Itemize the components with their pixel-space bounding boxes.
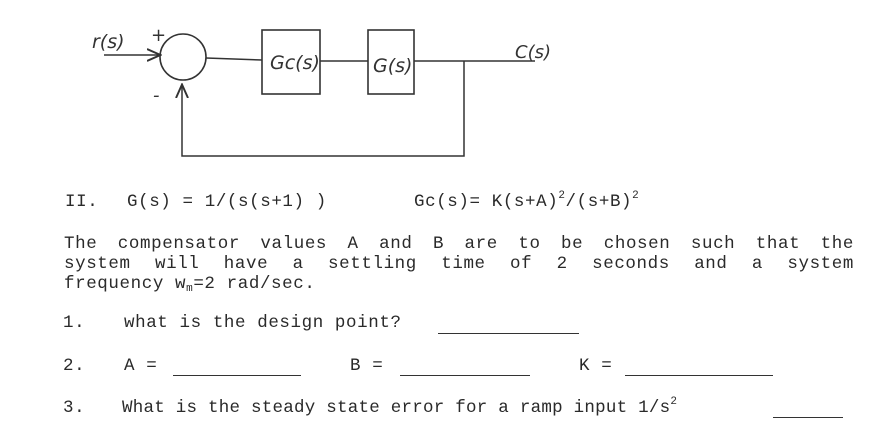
junction-to-block1-line	[205, 57, 263, 61]
plus-sign: +	[151, 25, 166, 46]
description-line-2: system will have a settling time of 2 se…	[64, 254, 854, 274]
plant-block	[367, 29, 415, 95]
question-3-text: What is the steady state error for a ram…	[122, 396, 678, 419]
question-1-answer-blank[interactable]	[438, 318, 579, 334]
controller-block	[261, 29, 321, 95]
compensator-equation: Gc(s)= K(s+A)2/(s+B)2	[414, 190, 640, 213]
question-3-number: 3.	[63, 398, 86, 418]
answer-k-label: K =	[579, 356, 613, 376]
question-1-text: what is the design point?	[124, 313, 402, 333]
plant-block-label: G(s)	[373, 55, 412, 77]
answer-a-label: A =	[124, 356, 158, 376]
minus-sign: -	[153, 85, 160, 106]
question-1-number: 1.	[63, 313, 86, 333]
answer-k-blank[interactable]	[625, 360, 773, 376]
description-line-1: The compensator values A and B are to be…	[64, 234, 854, 254]
answer-b-label: B =	[350, 356, 384, 376]
feedback-path	[182, 61, 465, 157]
problem-number: II.	[65, 192, 99, 212]
question-3-answer-blank[interactable]	[773, 402, 843, 418]
input-label: r(s)	[92, 31, 125, 53]
block-diagram: r(s) + - Gc(s) G(s) C(s)	[92, 25, 551, 157]
frequency-subscript: m	[186, 283, 194, 295]
question-2-number: 2.	[63, 356, 86, 376]
answer-b-blank[interactable]	[400, 360, 530, 376]
problem-description: The compensator values A and B are to be…	[64, 234, 854, 295]
compensator-equation-exp1: 2	[558, 190, 566, 202]
answer-a-blank[interactable]	[173, 360, 301, 376]
plant-equation: G(s) = 1/(s(s+1) )	[127, 192, 327, 212]
compensator-equation-exp2: 2	[632, 190, 640, 202]
description-line-3: frequency wm=2 rad/sec.	[64, 274, 316, 295]
output-label: C(s)	[515, 42, 551, 63]
controller-block-label: Gc(s)	[270, 52, 320, 74]
question-3-exponent: 2	[670, 396, 678, 408]
summing-junction	[159, 33, 207, 81]
